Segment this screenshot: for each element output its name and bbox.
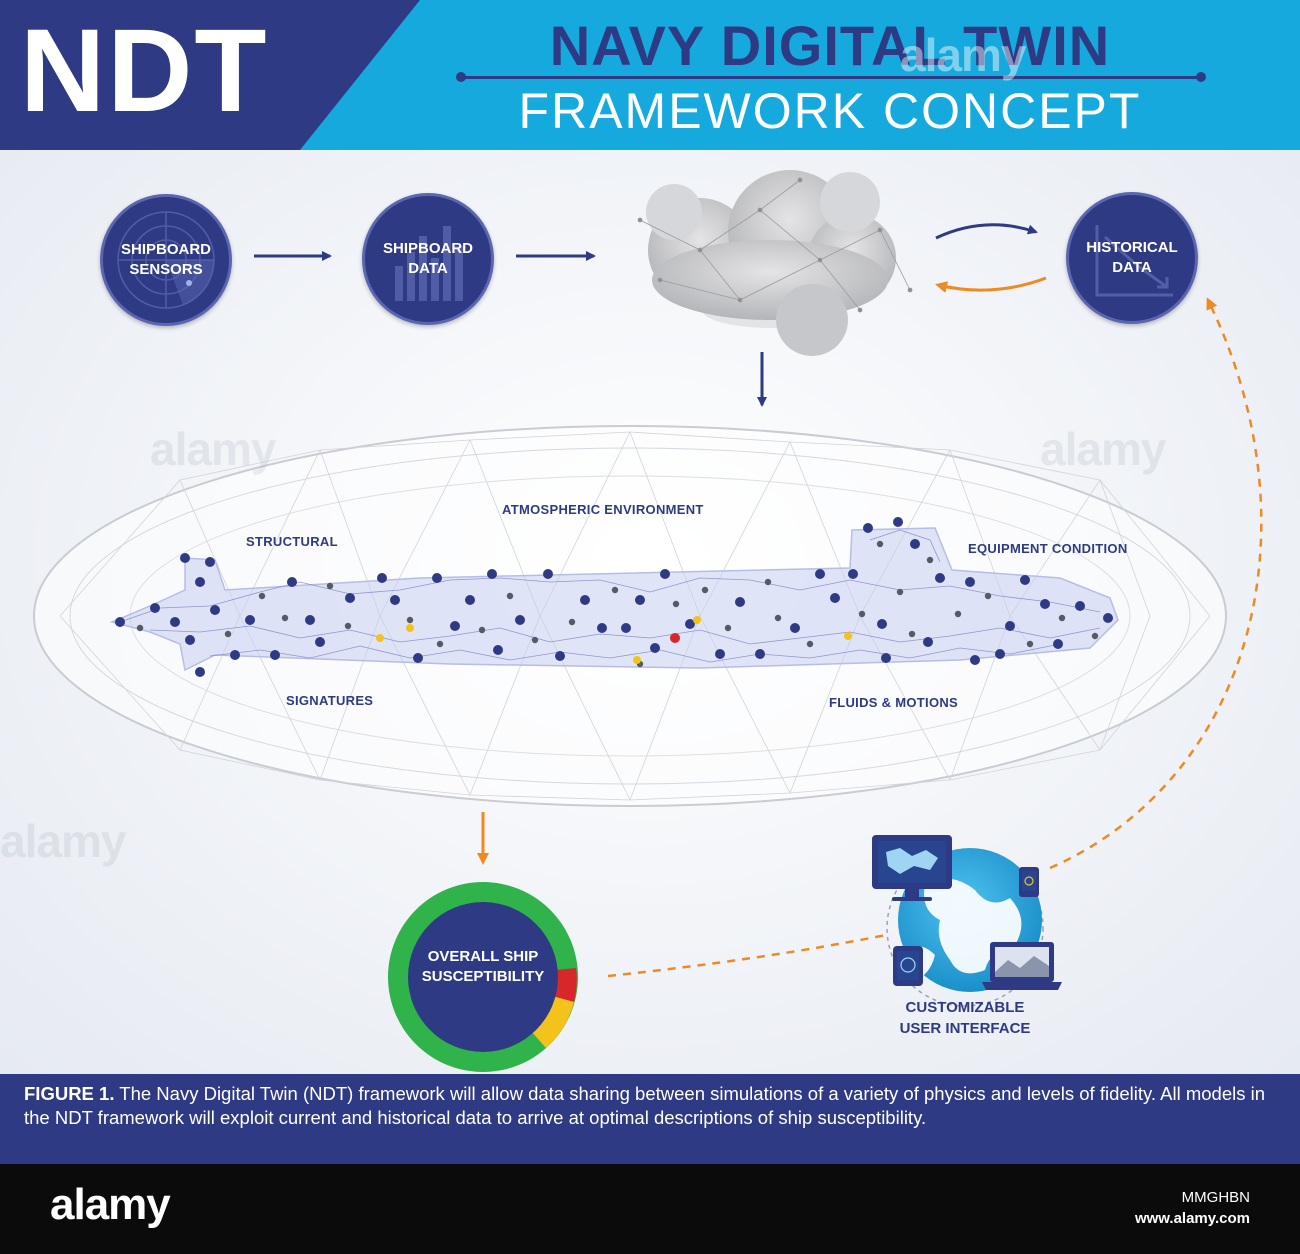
arrow-cloud-to-historical <box>935 223 1038 240</box>
page-subtitle: FRAMEWORK CONCEPT <box>518 83 1142 139</box>
susceptibility-ring <box>388 882 578 1072</box>
bar-chart-icon <box>395 226 463 301</box>
customizable-ui-label: CUSTOMIZABLE USER INTERFACE <box>899 999 1031 1037</box>
alert-node <box>670 633 680 643</box>
shipboard-data-label: SHIPBOARD DATA <box>382 240 473 277</box>
historical-data-label: HISTORICAL DATA <box>1086 239 1178 276</box>
ndt-logo: NDT <box>20 5 269 137</box>
dashed-link-susceptibility-to-ui <box>607 933 887 978</box>
caption-text: FIGURE 1. The Navy Digital Twin (NDT) fr… <box>24 1082 1284 1130</box>
caption-lead: FIGURE 1. <box>24 1083 115 1104</box>
arrow-historical-to-cloud <box>935 276 1047 293</box>
dashed-link-ui-to-historical <box>1049 297 1263 870</box>
overall-susceptibility-label: OVERALL SHIP SUSCEPTIBILITY <box>421 948 545 985</box>
footer-bar: alamy MMGHBN www.alamy.com <box>0 1164 1300 1254</box>
title-divider-dot-right <box>1196 72 1206 82</box>
submarine-mesh <box>109 517 1119 677</box>
watermark: alamy <box>1040 423 1166 475</box>
title-divider-dot-left <box>456 72 466 82</box>
watermark: alamy <box>0 815 126 867</box>
trend-chart-icon <box>1095 225 1173 297</box>
header-banner: NDT NAVY DIGITAL TWIN FRAMEWORK CONCEPT … <box>0 0 1300 150</box>
fluids-motions-label: FLUIDS & MOTIONS <box>829 695 959 710</box>
shipboard-sensors-label: SHIPBOARD SENSORS <box>120 241 211 278</box>
cloud-graphic <box>637 170 913 356</box>
alamy-logo: alamy <box>50 1180 171 1229</box>
ui-devices-graphic <box>872 835 1062 1007</box>
structural-label: STRUCTURAL <box>246 534 338 549</box>
caption-body: The Navy Digital Twin (NDT) framework wi… <box>24 1083 1266 1128</box>
page-title: NAVY DIGITAL TWIN <box>549 14 1111 77</box>
title-divider <box>460 76 1202 79</box>
watermark: alamy <box>900 29 1026 81</box>
figure-caption: FIGURE 1. The Navy Digital Twin (NDT) fr… <box>0 1074 1300 1164</box>
signatures-label: SIGNATURES <box>286 693 374 708</box>
historical-data-node: HISTORICAL DATA <box>1066 192 1198 324</box>
footer-url: www.alamy.com <box>1134 1210 1250 1227</box>
shipboard-sensors-node: SHIPBOARD SENSORS <box>100 194 232 326</box>
image-id: MMGHBN <box>1181 1189 1250 1206</box>
atmospheric-environment-label: ATMOSPHERIC ENVIRONMENT <box>502 502 704 517</box>
equipment-condition-label: EQUIPMENT CONDITION <box>968 541 1128 556</box>
diagram-canvas <box>33 170 1263 1072</box>
diagram-area: SHIPBOARD SENSORS SHIPBOARD DATA HISTORI… <box>0 150 1300 1074</box>
shipboard-data-node: SHIPBOARD DATA <box>362 193 494 325</box>
radar-icon <box>117 211 215 309</box>
watermark: alamy <box>150 423 276 475</box>
